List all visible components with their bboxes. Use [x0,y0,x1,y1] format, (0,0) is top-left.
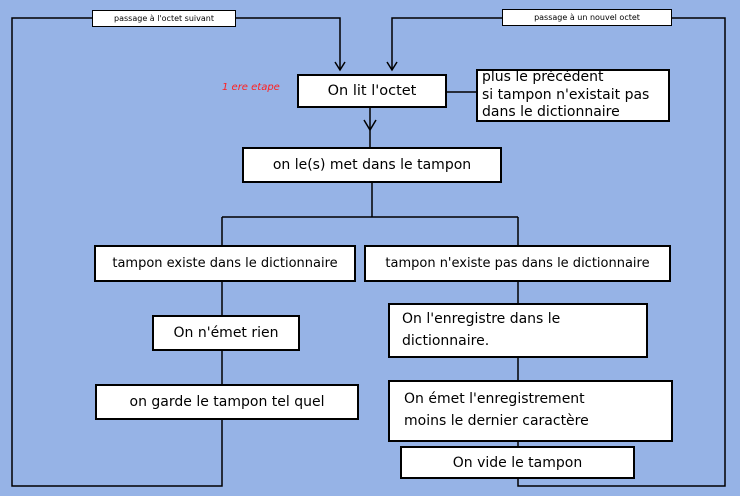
note-box: plus le précédent si tampon n'existait p… [476,69,670,122]
connector-left-loop [11,17,223,487]
clear-buffer-box: On vide le tampon [400,446,635,479]
read-byte-box: On lit l'octet [297,74,447,108]
top-right-label: passage à un nouvel octet [502,9,672,26]
connector-right-loop [517,17,726,487]
arrowhead-read [363,119,377,132]
arrowhead-right [386,61,398,72]
register-box: On l'enregistre dans le dictionnaire. [388,303,648,358]
emit-nothing-box: On n'émet rien [152,315,300,351]
arrowhead-left [334,61,346,72]
connector-right-top [391,17,502,70]
exists-box: tampon existe dans le dictionnaire [94,245,356,282]
emit-record-box: On émet l'enregistrement moins le dernie… [388,380,673,442]
buffer-box: on le(s) met dans le tampon [242,147,502,183]
top-left-label: passage à l'octet suivant [92,10,236,27]
not-exists-box: tampon n'existe pas dans le dictionnaire [364,245,671,282]
step-label: 1 ere etape [222,82,280,93]
connector-left-top [236,17,341,70]
keep-buffer-box: on garde le tampon tel quel [95,384,359,420]
